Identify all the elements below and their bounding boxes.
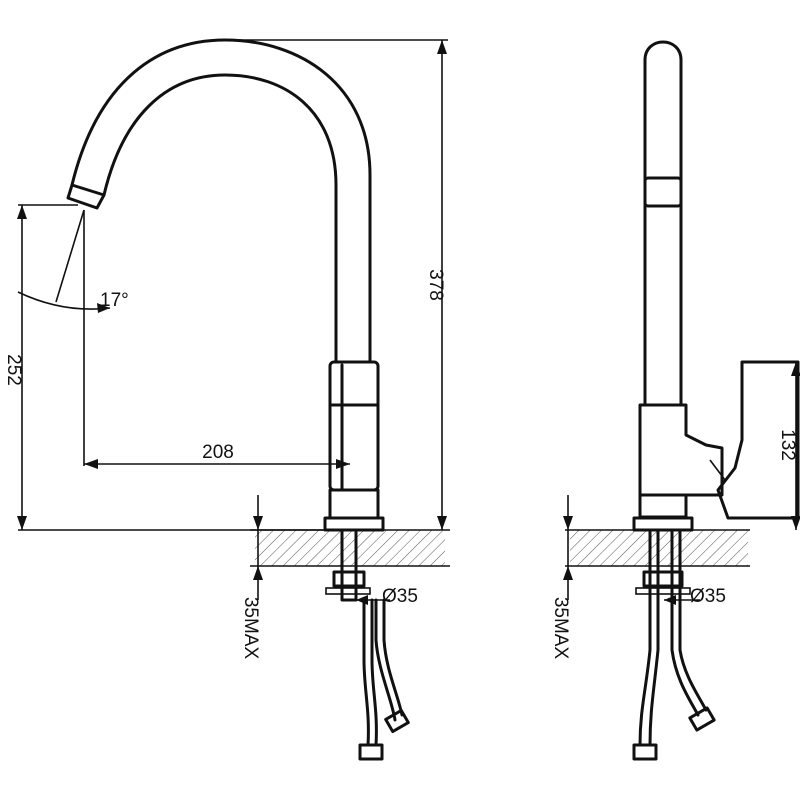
- front-dim-378-arrow-top: [437, 40, 447, 54]
- front-dim-252-arrow-top: [17, 205, 27, 219]
- front-mounting-washer: [325, 587, 371, 595]
- front-mounting-stud: [340, 528, 358, 602]
- front-hose-right-b: [382, 598, 404, 717]
- side-handle: [716, 360, 800, 520]
- side-hose-fitting-1: [632, 743, 658, 761]
- side-dim-diameter-arrow: [664, 595, 676, 605]
- side-spout-tube: [643, 40, 683, 407]
- front-aerator: [66, 183, 106, 210]
- front-angle-arrow: [97, 303, 110, 313]
- front-hose-left: [362, 598, 370, 747]
- dim-max-thickness-front-label: 35MAX: [240, 597, 261, 660]
- front-dim-35max-arrow-top: [253, 516, 263, 530]
- front-dim-208-arrow-right: [336, 459, 350, 469]
- side-hose-left: [638, 528, 652, 747]
- side-aerator: [643, 176, 683, 208]
- front-view: 378 252 208 17° 35MAX Ø35: [3, 38, 450, 761]
- dim-reach-label: 208: [202, 442, 234, 463]
- side-dim-132-arrow-top: [791, 362, 800, 376]
- front-dim-208-arrow-left: [84, 459, 98, 469]
- side-hose-right: [670, 528, 700, 717]
- side-hose-right-b: [678, 528, 708, 712]
- side-faucet-body: [638, 403, 724, 497]
- front-angle-line: [55, 209, 85, 303]
- side-dim-35max-arrow-bottom: [563, 566, 573, 580]
- front-hose-fitting-2: [384, 708, 410, 734]
- side-base-collar: [638, 493, 688, 519]
- front-mounting-nut: [332, 570, 366, 588]
- side-mounting-nut: [642, 570, 684, 588]
- side-dim-35max-arrow-top: [563, 516, 573, 530]
- front-hose-left-b: [370, 598, 378, 747]
- front-dim-diameter-arrow: [356, 595, 368, 605]
- front-spout-inner: [102, 73, 338, 364]
- front-angle-arc: [17, 291, 111, 310]
- side-handle-detail: [709, 362, 743, 481]
- side-hose-fitting-2: [688, 706, 716, 732]
- front-dim-378-arrow-bottom: [437, 516, 447, 530]
- front-base-collar: [328, 488, 380, 520]
- side-view: 132 35MAX Ø35: [550, 40, 800, 761]
- dim-angle-label: 17°: [100, 290, 129, 311]
- front-hose-fitting-1: [358, 743, 384, 761]
- dim-handle-height-label: 132: [777, 429, 798, 461]
- front-faucet-body: [328, 360, 380, 492]
- front-countertop-section: [255, 530, 445, 566]
- side-dim-132-arrow-bottom: [791, 516, 800, 530]
- front-dim-252-arrow-bottom: [17, 516, 27, 530]
- front-dim-35max-arrow-bottom: [253, 566, 263, 580]
- side-mounting-washer: [635, 587, 691, 595]
- front-spout-outer: [70, 38, 372, 364]
- side-hose-left-b: [648, 528, 660, 747]
- dim-hole-diameter-side-label: Ø35: [690, 586, 726, 607]
- dim-max-thickness-side-label: 35MAX: [550, 597, 571, 660]
- dim-total-height-label: 378: [425, 269, 446, 301]
- dim-hole-diameter-front-label: Ø35: [382, 586, 418, 607]
- front-hose-right: [374, 598, 397, 722]
- front-base-flange: [323, 516, 385, 532]
- dim-spout-height-label: 252: [3, 354, 24, 386]
- side-base-flange: [632, 516, 694, 532]
